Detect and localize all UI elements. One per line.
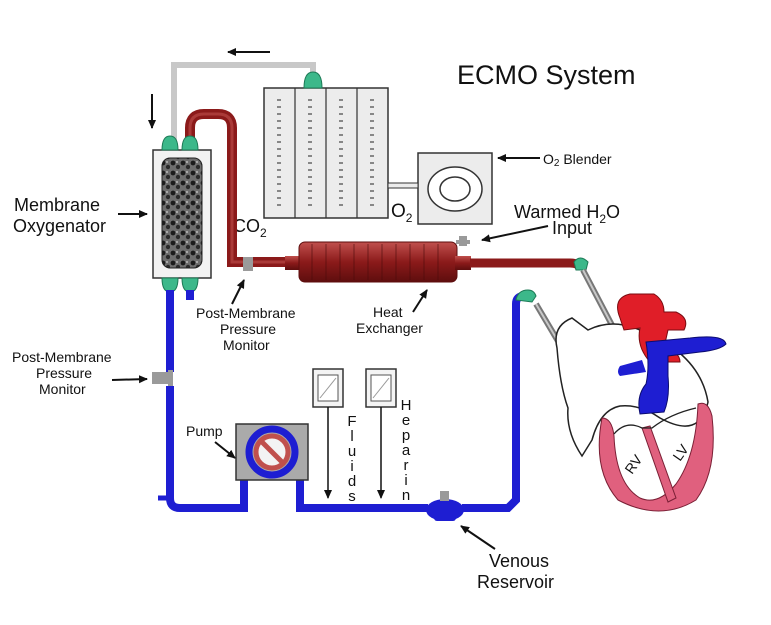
co2-label-sub: 2: [260, 226, 267, 240]
arterial-line-upper: [185, 109, 290, 267]
no-symbol-icon: [253, 433, 291, 471]
post-membrane-upper-label-1: Post-Membrane: [196, 305, 296, 321]
o2-label-sub: 2: [406, 211, 413, 225]
post-membrane-left-label-1: Post-Membrane: [12, 349, 112, 365]
heat-exchanger-label-2: Exchanger: [356, 320, 423, 336]
fluids-bag: [312, 368, 344, 499]
heat-exchanger-label-1: Heat: [373, 304, 403, 320]
post-membrane-left-label-3: Monitor: [39, 381, 86, 397]
svg-text:O2 Blender: O2 Blender: [543, 151, 612, 169]
rv-label: RV: [621, 451, 645, 476]
o2-blender-label-text: Blender: [559, 151, 611, 167]
co2-label: CO: [233, 216, 260, 236]
warmed-h2o-o: O: [606, 202, 620, 222]
membrane-oxygenator-label-2: Oxygenator: [13, 216, 106, 236]
heparin-bag: [365, 368, 397, 499]
svg-text:CO2: CO2: [233, 216, 267, 240]
iv-bag-icon: [312, 368, 344, 408]
venous-reservoir: [426, 491, 464, 521]
membrane-oxygenator: [152, 135, 212, 293]
o2-blender-label-o: O: [543, 151, 554, 167]
gas-line: [171, 62, 316, 140]
warmed-h2o-sub: 2: [599, 212, 606, 226]
diagram-title: ECMO System: [457, 60, 636, 90]
o2-label: O: [391, 201, 406, 222]
venous-reservoir-label-2: Reservoir: [477, 572, 554, 592]
heart: [555, 293, 727, 512]
post-membrane-upper-label-3: Monitor: [223, 337, 270, 353]
svg-text:O2: O2: [391, 201, 413, 225]
input-label: Input: [552, 218, 592, 238]
iv-bag-icon: [365, 368, 397, 408]
warmed-h2o-label: Warmed H: [514, 202, 599, 222]
svg-text:Warmed H2O: Warmed H2O: [514, 202, 620, 226]
venous-reservoir-label-1: Venous: [489, 551, 549, 571]
post-membrane-left-label-2: Pressure: [36, 365, 92, 381]
membrane-oxygenator-label-1: Membrane: [14, 195, 100, 215]
o2-blender: [387, 152, 493, 225]
o2-blender-label-sub: 2: [554, 158, 560, 169]
post-membrane-upper-label-2: Pressure: [220, 321, 276, 337]
pump-label: Pump: [186, 423, 223, 439]
heat-exchanger: [285, 236, 471, 283]
gas-flowmeter: [263, 71, 389, 219]
pump: [235, 423, 309, 481]
